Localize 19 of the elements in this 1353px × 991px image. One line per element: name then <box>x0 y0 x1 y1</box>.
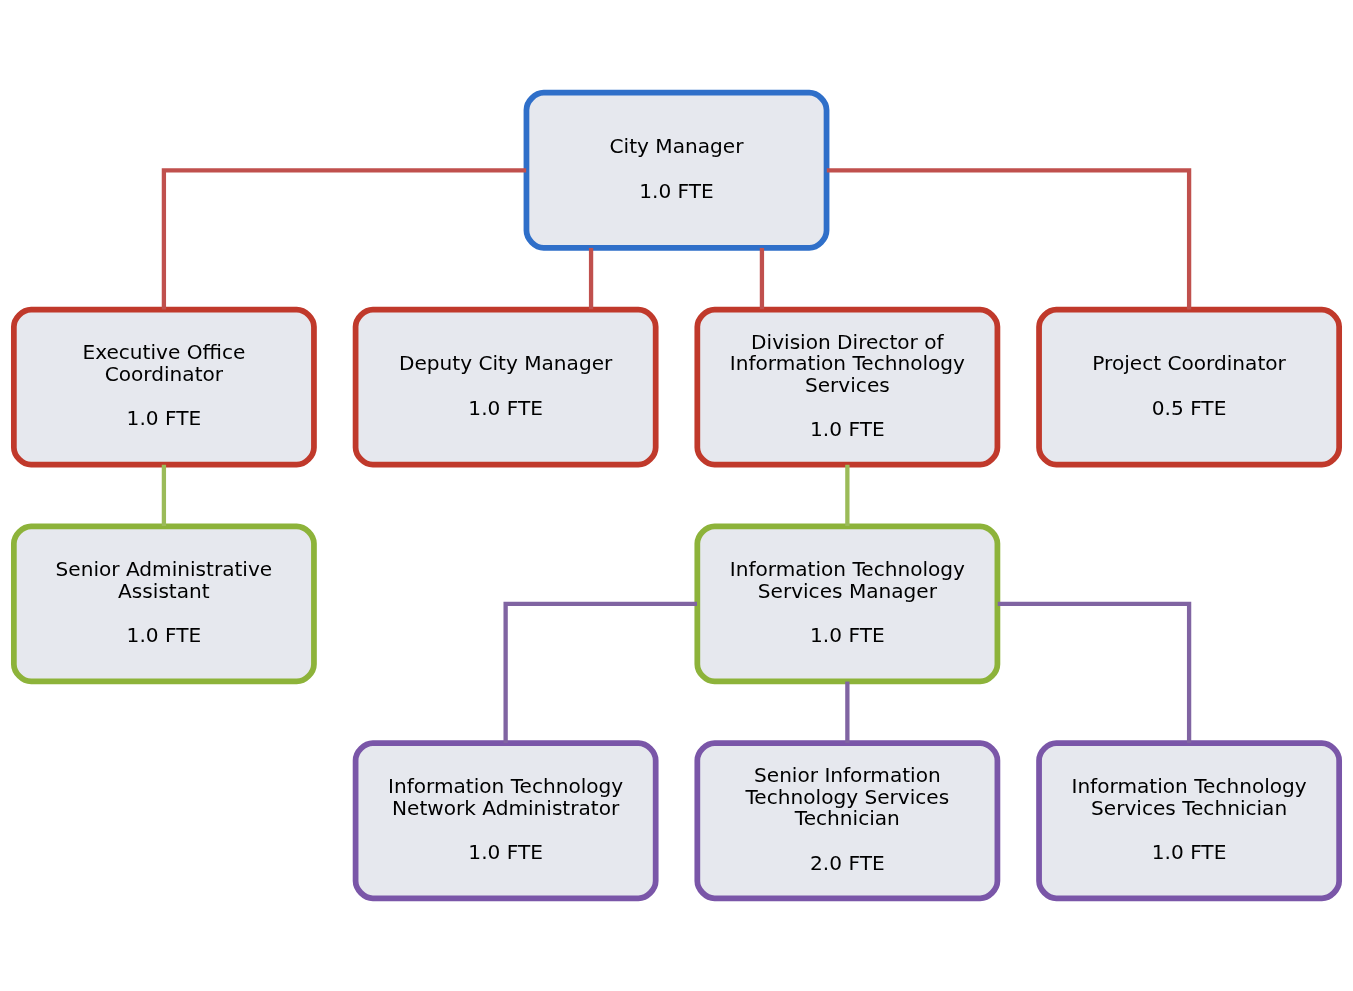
node-box: Project Coordinator 0.5 FTE <box>1036 306 1342 468</box>
connector <box>161 168 527 310</box>
connector <box>845 464 850 527</box>
node-box: Senior Information Technology Services Technician 2.0 FTE <box>694 740 1001 902</box>
connector <box>161 464 167 527</box>
node-box: City Manager 1.0 FTE <box>523 89 830 251</box>
node-box: Information Technology Network Administrator 1.0 FTE <box>352 740 659 902</box>
node-box: Information Technology Services Manager 1.0 FTE <box>694 523 1001 685</box>
node-box: Deputy City Manager 1.0 FTE <box>352 306 659 468</box>
node-box: Senior Administrative Assistant 1.0 FTE <box>11 523 317 685</box>
connector <box>826 168 1192 310</box>
connector <box>588 247 594 310</box>
connector <box>997 601 1192 744</box>
connector <box>845 681 850 743</box>
connector <box>503 601 697 744</box>
node-box: Division Director of Information Technology Services 1.0 FTE <box>694 306 1001 468</box>
connector <box>759 247 765 310</box>
node-box: Information Technology Services Technician 1.0 FTE <box>1036 740 1342 902</box>
node-box: Executive Office Coordinator 1.0 FTE <box>11 306 317 468</box>
